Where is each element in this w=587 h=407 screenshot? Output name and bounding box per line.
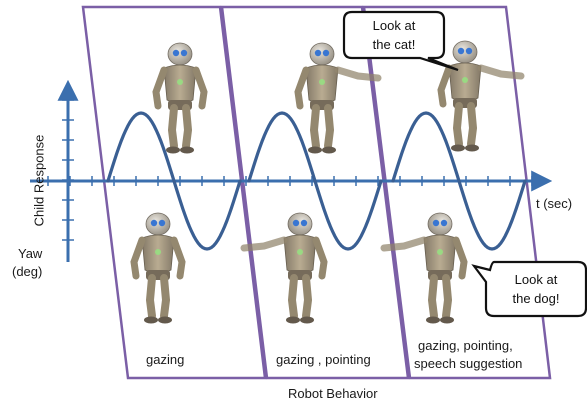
panel-3-caption-line1: gazing, pointing, (418, 338, 513, 353)
y-axis-unit: (deg) (12, 264, 43, 279)
robot-behavior-label: Robot Behavior (288, 386, 378, 401)
child-response-wave (106, 111, 527, 251)
y-axis-label: Child Response (31, 134, 47, 227)
panel-2-caption: gazing , pointing (276, 352, 371, 367)
panel-3-caption-line2: speech suggestion (414, 356, 523, 371)
x-axis-label: t (sec) (536, 196, 573, 211)
bubble-cat-line2: the cat! (372, 37, 416, 52)
y-axis-label-yaw: Yaw (18, 246, 43, 261)
bubble-dog-line2: the dog! (512, 291, 560, 306)
speech-bubble-dog (471, 260, 587, 318)
panel-1-caption: gazing (146, 352, 185, 367)
axes (30, 79, 553, 262)
bubble-dog-line1: Look at (514, 272, 558, 287)
speech-bubble-cat (342, 10, 459, 72)
panel-gazing (81, 5, 267, 380)
bubble-cat-line1: Look at (372, 18, 416, 33)
axis-ticks (47, 99, 533, 241)
panel-gazing-pointing (220, 5, 410, 380)
bubble-dog-text: Look at the dog! (486, 270, 586, 308)
panels (81, 5, 552, 380)
bubble-cat-text: Look at the cat! (344, 16, 444, 54)
